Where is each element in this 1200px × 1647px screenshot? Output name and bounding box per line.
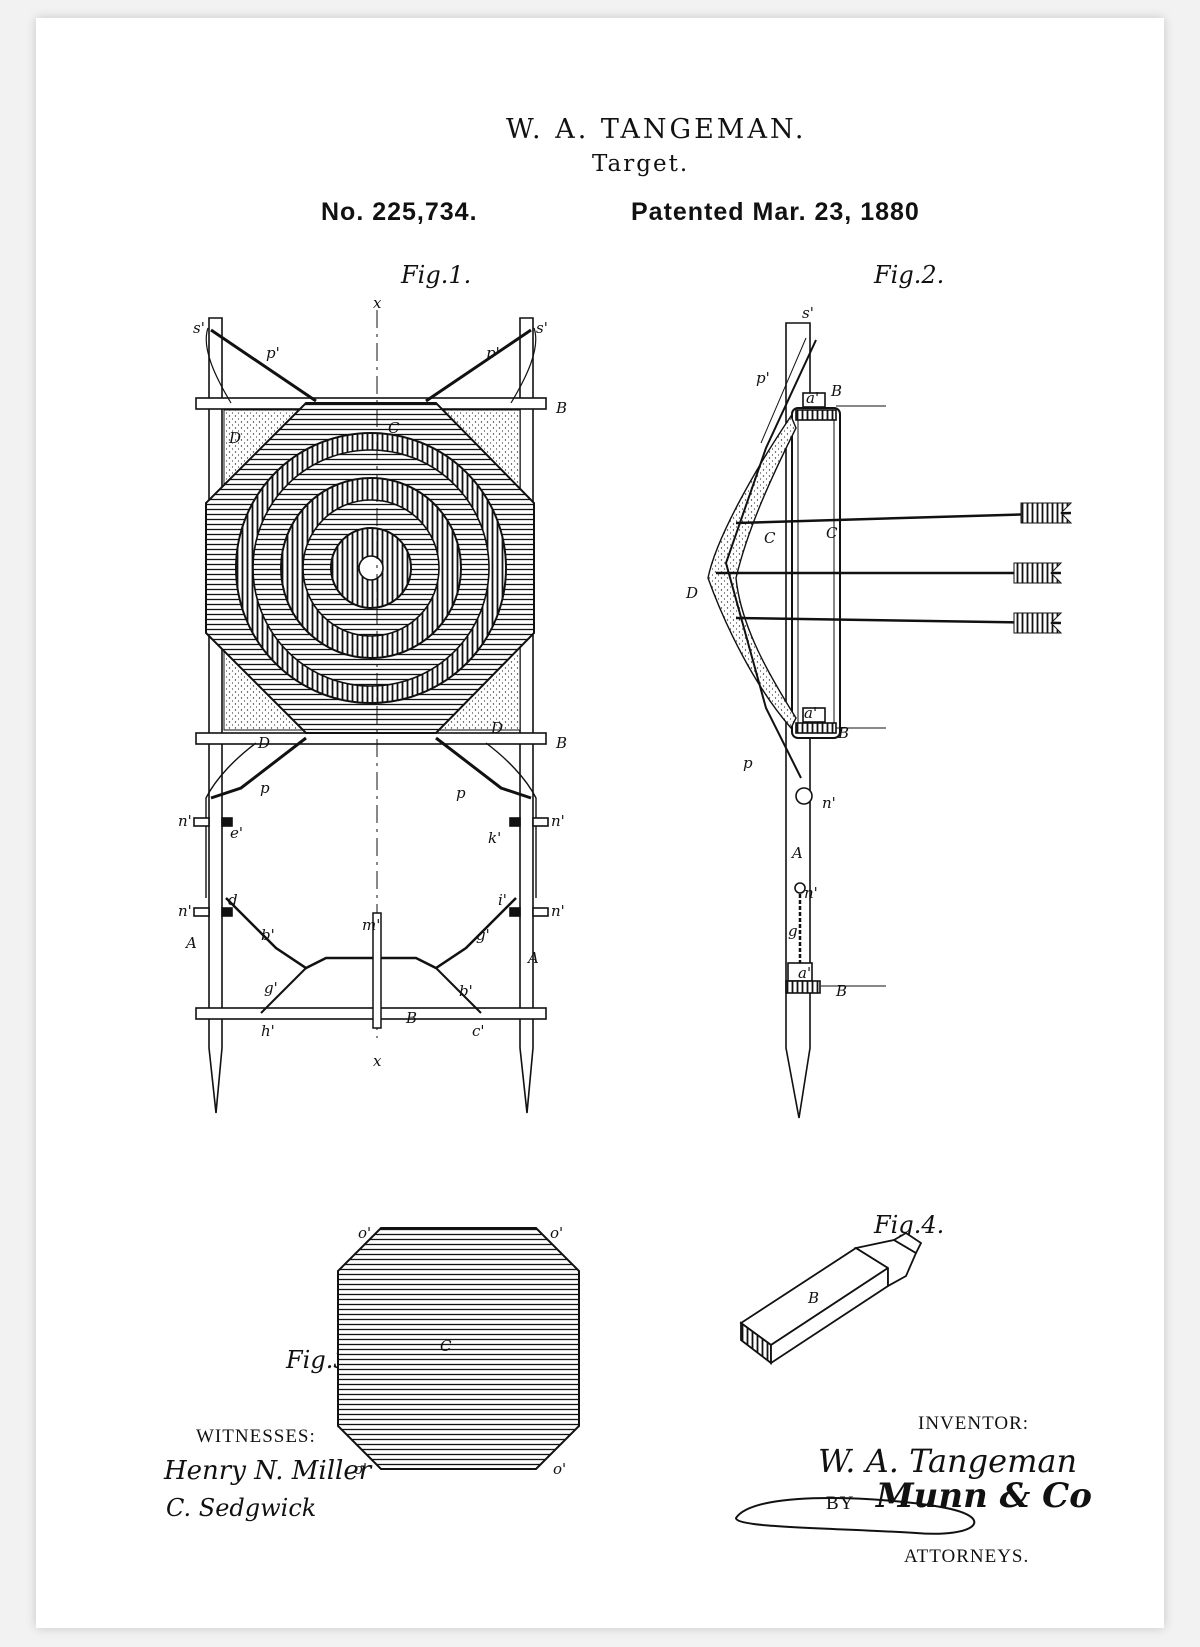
fig1-label: A [526, 949, 539, 967]
fig1-label: B [405, 1009, 417, 1027]
by-label: BY [826, 1493, 855, 1514]
inventor-name: W. A. TANGEMAN. [506, 114, 807, 145]
figure-4-labels: B [807, 1289, 819, 1307]
fig1-label: B [555, 399, 567, 417]
figure-3-drawing [337, 1227, 580, 1470]
attorneys-label: ATTORNEYS. [904, 1546, 1030, 1567]
fig1-label: p' [266, 344, 280, 362]
fig1-label: g' [264, 979, 278, 997]
fig2-label: a' [798, 964, 811, 982]
fig1-label: s' [193, 319, 205, 337]
fig1-label: p [456, 784, 466, 802]
fig3-label: o' [550, 1224, 563, 1242]
fig2-label: p' [756, 369, 770, 387]
figure-2-caption: Fig.2. [874, 261, 945, 289]
fig2-label: a' [804, 704, 817, 722]
fig2-label: g [788, 922, 798, 940]
patent-sheet: W. A. TANGEMAN. Target. No. 225,734. Pat… [36, 18, 1164, 1628]
fig1-label: n' [178, 812, 192, 830]
fig2-label: n' [804, 884, 818, 902]
fig4-label: B [807, 1289, 819, 1307]
figure-1-labels: x x s' s' p' p' B B B C D D D p p n' n' … [178, 294, 567, 1070]
fig3-label: C [440, 1337, 452, 1355]
fig1-label: i' [498, 891, 507, 909]
fig2-label: s' [802, 304, 814, 322]
fig1-label: B [555, 734, 567, 752]
fig1-label: k' [488, 829, 501, 847]
fig2-label: D [685, 584, 698, 602]
fig1-label: g' [476, 926, 490, 944]
witness-signature-2: C. Sedgwick [166, 1494, 317, 1522]
patent-date: Patented Mar. 23, 1880 [631, 198, 920, 226]
fig1-label: D [490, 719, 503, 737]
fig2-label: B [837, 724, 849, 742]
fig3-label: o' [553, 1460, 566, 1478]
fig2-label: p [743, 754, 753, 772]
figure-1-caption: Fig.1. [401, 261, 472, 289]
fig2-label: C [826, 524, 838, 542]
fig1-label: n' [178, 902, 192, 920]
patent-subject: Target. [592, 151, 690, 177]
fig1-label: x [373, 294, 382, 312]
fig1-label: b' [261, 926, 275, 944]
fig1-label: s' [536, 319, 548, 337]
fig1-label: m' [362, 916, 380, 934]
fig2-label: n' [822, 794, 836, 812]
fig1-label: n' [551, 812, 565, 830]
patent-number: No. 225,734. [321, 198, 478, 226]
fig1-label: h' [261, 1022, 275, 1040]
fig1-label: p' [486, 344, 500, 362]
fig2-label: A [790, 844, 803, 862]
fig1-label: e' [230, 824, 243, 842]
figure-4-drawing [739, 1231, 923, 1365]
fig1-label: D [257, 734, 270, 752]
fig1-label: p [260, 779, 270, 797]
witnesses-label: WITNESSES: [196, 1426, 316, 1447]
fig1-label: x [373, 1052, 382, 1070]
figure-1-drawing [193, 310, 549, 1114]
attorney-signature: Munn & Co [876, 1476, 1092, 1516]
patent-drawing: x x s' s' p' p' B B B C D D D p p n' n' … [178, 294, 1073, 1535]
fig1-label: b' [459, 982, 473, 1000]
fig1-label: n' [551, 902, 565, 920]
fig2-label: C [764, 529, 776, 547]
fig1-label: C [388, 419, 400, 437]
figure-3-labels: o' o' o' o' C [354, 1224, 566, 1478]
fig2-label: B [835, 982, 847, 1000]
figure-2-labels: s' p' a' B C C D a' B p n' A n' g a' B [685, 304, 849, 1000]
fig2-label: B [830, 382, 842, 400]
fig1-label: d [228, 891, 238, 909]
inventor-signature: W. A. Tangeman [818, 1442, 1078, 1480]
witness-signature-1: Henry N. Miller [164, 1456, 372, 1486]
fig3-label: o' [354, 1460, 367, 1478]
signature-flourish [734, 1497, 976, 1535]
fig3-label: o' [358, 1224, 371, 1242]
fig1-label: D [228, 429, 241, 447]
figure-2-drawing [707, 322, 1073, 1119]
inventor-label: INVENTOR: [918, 1413, 1030, 1434]
fig1-label: A [184, 934, 197, 952]
fig1-label: c' [472, 1022, 485, 1040]
fig2-label: a' [806, 389, 819, 407]
